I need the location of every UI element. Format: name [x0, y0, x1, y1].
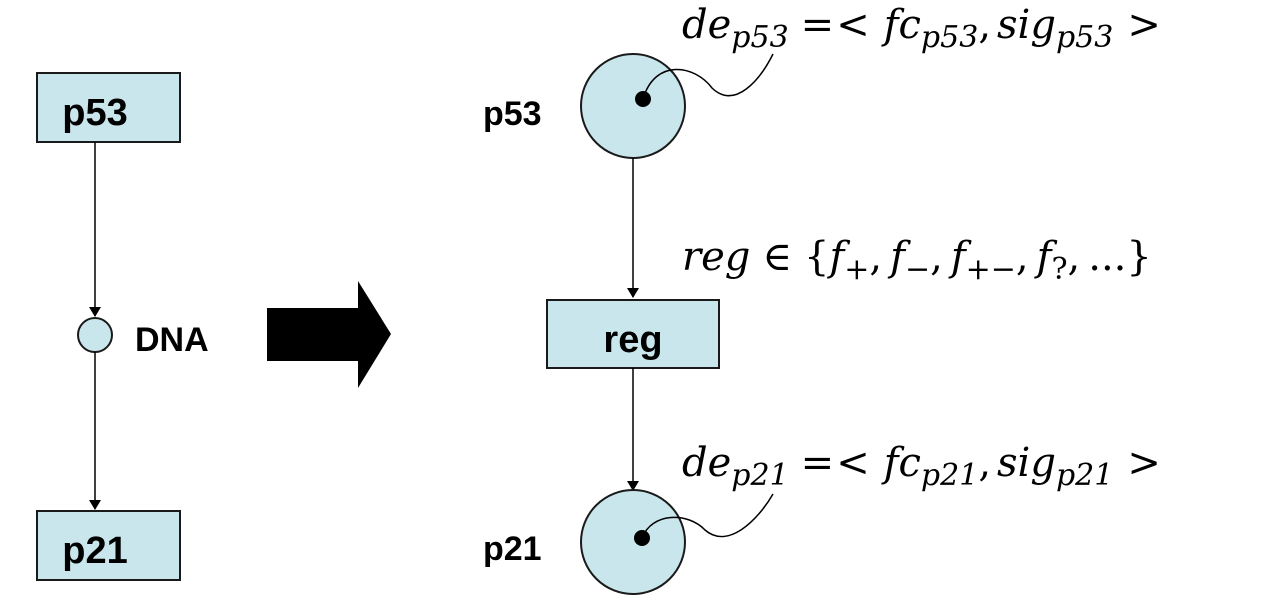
- de-p21-formula: dep21=<fcp21,sigp21>: [682, 440, 1161, 493]
- p21-gene-label: p21: [62, 530, 127, 572]
- p53-gene-label: p53: [62, 92, 127, 134]
- transform-arrow: [267, 281, 391, 388]
- p53-annotation-connector: [642, 53, 774, 100]
- p53-place-label: p53: [483, 95, 542, 133]
- reg-domain-formula: reg∈{f+,f−,f+−,f?,...}: [682, 234, 1152, 287]
- dna-label: DNA: [135, 321, 209, 359]
- dna-place: [77, 317, 113, 353]
- de-p53-formula: dep53=<fcp53,sigp53>: [682, 2, 1161, 55]
- p21-annotation-connector: [641, 493, 774, 539]
- p21-gene-box: [36, 510, 181, 581]
- p53-gene-box: [36, 72, 181, 143]
- reg-transition-label: reg: [603, 319, 662, 361]
- p21-place-label: p21: [483, 530, 542, 568]
- p21-place: [580, 489, 686, 595]
